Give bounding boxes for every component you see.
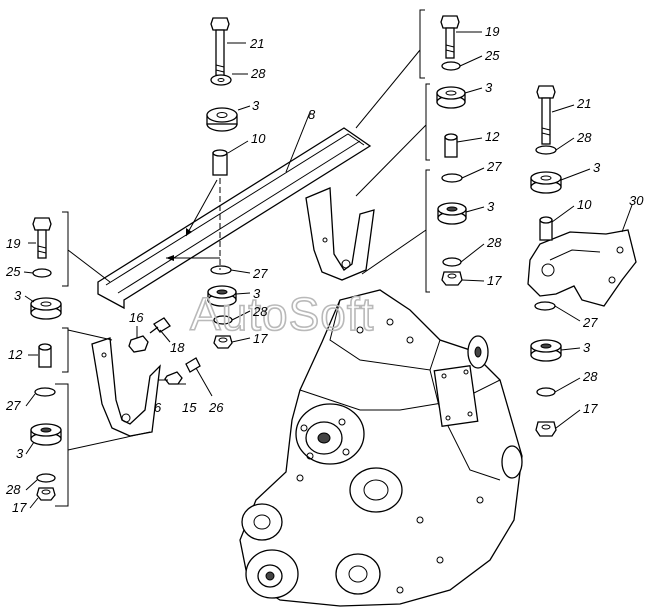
sleeve-12-left [38, 343, 52, 368]
label-3-center-top: 3 [485, 80, 493, 95]
label-21-right: 21 [576, 96, 591, 111]
label-3-left-mid: 3 [14, 288, 22, 303]
label-25-left: 25 [5, 264, 21, 279]
watermark-text: AutoSoft [190, 288, 374, 340]
bushing-3-left-top [206, 107, 238, 132]
label-12-left: 12 [8, 347, 23, 362]
washer-28-center [442, 257, 462, 267]
leader-lines [23, 9, 633, 509]
label-27-right: 27 [582, 315, 598, 330]
bolt-26 [185, 357, 201, 373]
washer-28-left [210, 74, 232, 86]
label-3-left-bottom: 3 [16, 446, 24, 461]
flange-side-right [467, 335, 489, 369]
label-3-center-mid: 3 [487, 199, 495, 214]
sleeve-12-center [444, 133, 458, 158]
sleeve-10-left [212, 149, 228, 176]
label-28-center: 28 [486, 235, 502, 250]
washer-28-right-bottom [536, 387, 556, 397]
label-28-right-bottom: 28 [582, 369, 598, 384]
label-28-right-top: 28 [576, 130, 592, 145]
label-27-lower-center: 27 [252, 266, 268, 281]
washer-27-lower-center [210, 265, 232, 275]
bracket-center [305, 187, 375, 281]
nut-17-lower-center [213, 335, 233, 349]
bushing-3-center-top [436, 86, 466, 109]
label-28-lower-center: 28 [252, 304, 268, 319]
bolt-21-left [210, 17, 230, 83]
bushing-3-left-mid [30, 297, 62, 320]
bolt-19-left [32, 217, 52, 259]
label-12-center: 12 [485, 129, 500, 144]
flange-output-bottom-center [335, 553, 381, 595]
label-10-left: 10 [251, 131, 266, 146]
label-10-right: 10 [577, 197, 592, 212]
washer-25-left [32, 268, 52, 278]
label-28-top-left: 28 [250, 66, 266, 81]
bolt-19-center [440, 15, 460, 59]
bushing-3-right-bottom [530, 339, 562, 362]
bushing-3-lower-center [207, 285, 237, 307]
transfer-case-gearbox [239, 289, 523, 607]
label-6-bracket: 6 [154, 400, 162, 415]
nut-15 [164, 371, 183, 385]
washer-27-right [534, 301, 556, 311]
flange-output-center [349, 467, 403, 513]
label-28-left: 28 [5, 482, 21, 497]
label-19-center: 19 [485, 24, 499, 39]
label-17-center: 17 [487, 273, 502, 288]
label-27-left: 27 [5, 398, 21, 413]
flange-side-far-right [501, 445, 523, 479]
label-3-right-top: 3 [593, 160, 601, 175]
nut-17-right [535, 421, 557, 437]
label-15: 15 [182, 400, 197, 415]
washer-28-right-top [535, 145, 557, 155]
label-25-center: 25 [484, 48, 500, 63]
label-21-top-left: 21 [249, 36, 264, 51]
nut-16 [128, 335, 149, 353]
bolt-18 [149, 317, 171, 334]
washer-27-center [441, 173, 463, 183]
label-16: 16 [129, 310, 144, 325]
label-3-top-left: 3 [252, 98, 260, 113]
flange-output-top [295, 403, 365, 465]
flange-output-bottom-left [245, 549, 299, 599]
bushing-3-center-mid [437, 202, 467, 225]
label-19-left: 19 [6, 236, 20, 251]
part-labels: 21 28 3 10 8 19 25 3 12 27 3 28 17 21 28… [5, 24, 644, 515]
label-3-lower-center: 3 [253, 286, 261, 301]
flange-output-left [241, 503, 283, 541]
label-8-rail: 8 [308, 107, 316, 122]
washer-28-left [36, 473, 56, 483]
label-26: 26 [208, 400, 224, 415]
sleeve-10-right [539, 216, 553, 241]
bracket-part-30 [527, 229, 637, 307]
washer-25-center [441, 61, 461, 71]
label-30-bracket: 30 [629, 193, 644, 208]
nut-17-left [36, 487, 56, 501]
bushing-3-left-bottom [30, 423, 62, 446]
label-18: 18 [170, 340, 185, 355]
washer-27-left [34, 387, 56, 397]
label-17-left: 17 [12, 500, 27, 515]
label-27-center: 27 [486, 159, 502, 174]
bracket-part-6 [91, 337, 161, 437]
label-3-right-bottom: 3 [583, 340, 591, 355]
label-17-lower-center: 17 [253, 331, 268, 346]
label-17-right: 17 [583, 401, 598, 416]
bolt-21-right [536, 85, 556, 145]
nut-17-center [441, 271, 463, 286]
bushing-3-right-top [530, 171, 562, 194]
